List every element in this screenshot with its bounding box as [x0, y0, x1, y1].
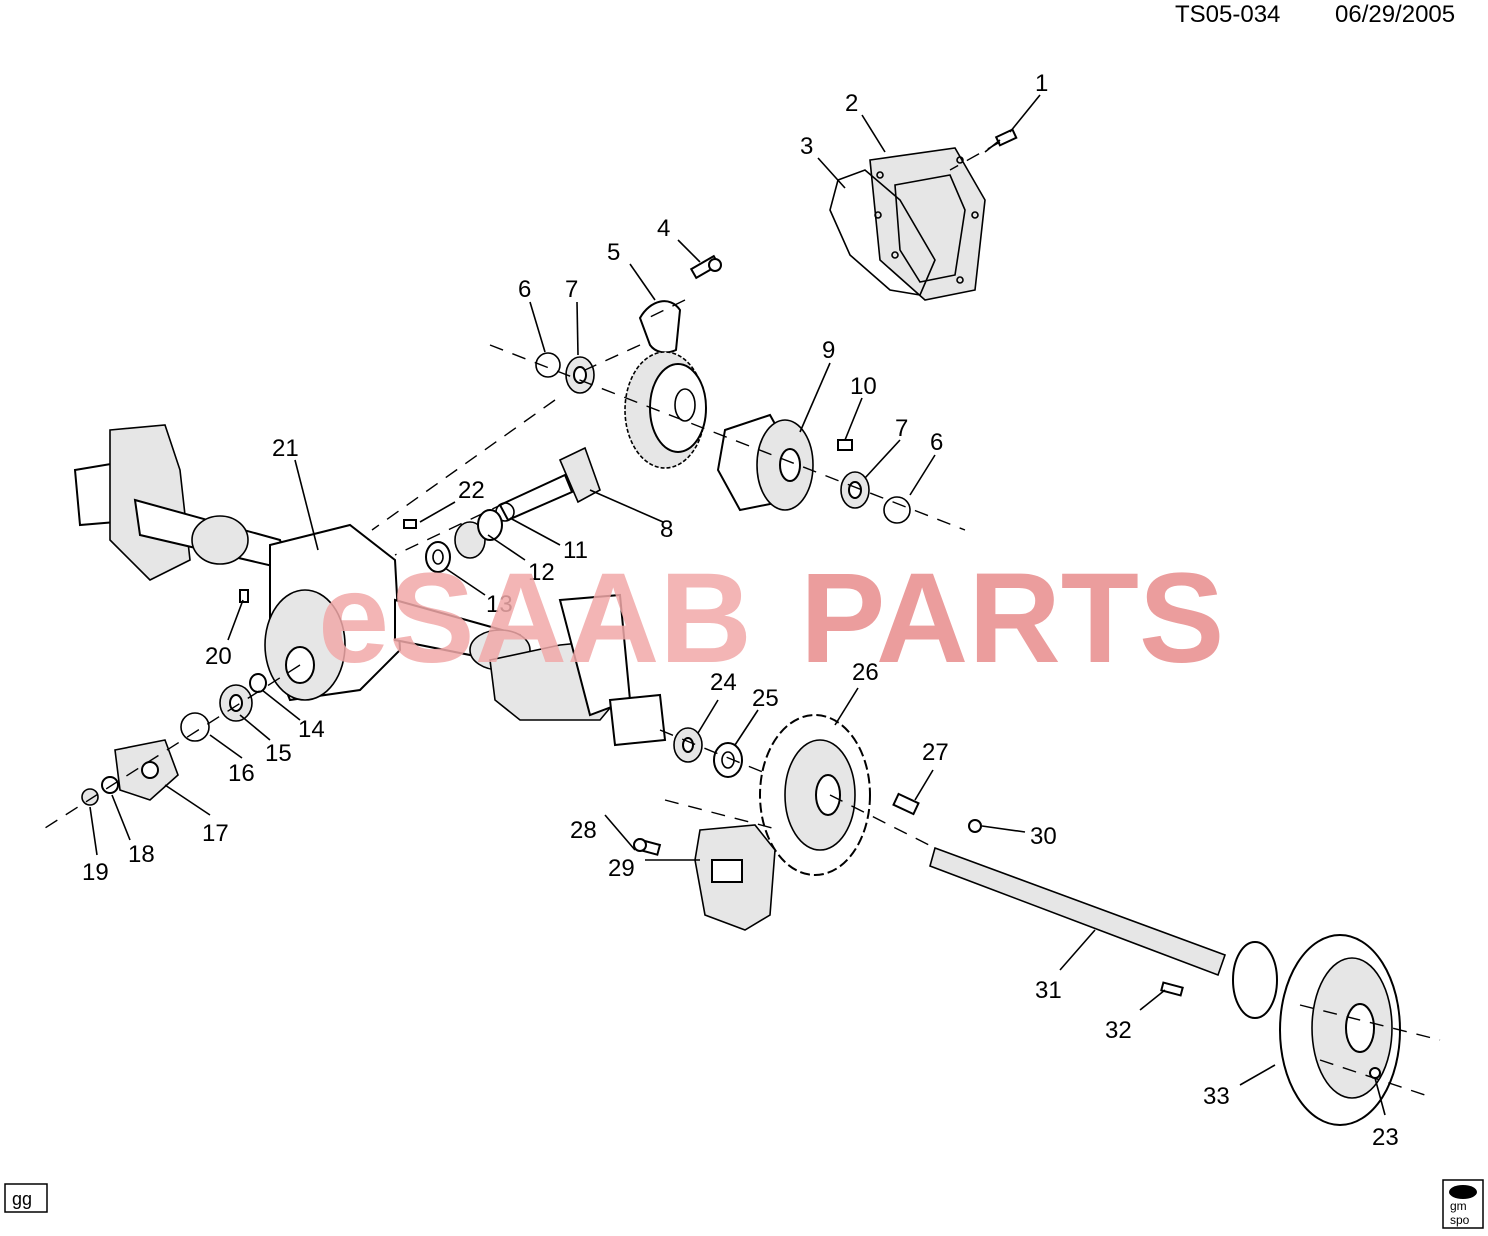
shim-right [883, 496, 911, 524]
pinion-seal-race [425, 541, 451, 573]
brake-rotor [1279, 934, 1401, 1126]
watermark-esaab: eSAAB [318, 547, 752, 690]
pinion-bearing-outer [219, 684, 253, 722]
axle-shaft [929, 846, 1278, 1019]
pinion-seal [249, 673, 267, 693]
watermark-parts: PARTS [800, 547, 1224, 690]
vent-fitting [239, 589, 249, 603]
axle-bearing [673, 727, 703, 763]
callout: 33 [1203, 1083, 1230, 1110]
callout-leaders [89, 94, 1386, 1116]
callout: 16 [228, 760, 255, 787]
corner-tag: gg [4, 1183, 48, 1213]
cover-gasket [829, 169, 936, 296]
pinion-yoke [114, 739, 179, 801]
ring-gear [624, 351, 707, 469]
callout: 31 [1035, 977, 1062, 1004]
callout: 30 [1030, 823, 1057, 850]
callout: 11 [563, 537, 588, 564]
watermark: eSAAB PARTS [318, 547, 1224, 690]
callout: 14 [298, 716, 325, 743]
logo-line2: spo [1450, 1213, 1470, 1227]
callout: 32 [1105, 1017, 1132, 1044]
callout: 25 [752, 685, 779, 712]
callout: 3 [800, 133, 813, 160]
callout: 15 [265, 740, 292, 767]
wheel-stud [1160, 981, 1184, 997]
axle-washer [968, 819, 982, 833]
callout: 10 [850, 373, 877, 400]
pinion-bearing [454, 509, 503, 559]
callout: 21 [272, 435, 299, 462]
drawing-date: 06/29/2005 [1335, 1, 1455, 28]
callout: 24 [710, 669, 737, 696]
callout: 17 [202, 820, 229, 847]
drive-pinion [498, 446, 601, 522]
case-bolt [837, 439, 853, 451]
pinion-washer [101, 776, 119, 794]
pinion-oil-seal [180, 712, 210, 742]
callout: 29 [608, 855, 635, 882]
axle-housing [73, 424, 667, 747]
pinion-spacer [403, 519, 417, 529]
axle-seal [713, 742, 743, 778]
callout: 26 [852, 659, 879, 686]
bearing-cap [638, 300, 682, 354]
brake-caliper [694, 824, 776, 931]
bearing-left [565, 356, 595, 394]
callout: 12 [528, 559, 555, 586]
callout: 5 [607, 239, 620, 266]
differential-cover [869, 147, 986, 301]
logo-line1: gm [1450, 1199, 1467, 1213]
callout-numbers: 1 2 3 4 5 6 7 9 10 7 6 21 22 8 11 12 13 … [82, 70, 1399, 1151]
callout: 6 [930, 429, 943, 456]
callout: 22 [458, 477, 485, 504]
brake-shield [759, 714, 871, 876]
cover-bolt [984, 128, 1018, 153]
callout: 4 [657, 215, 670, 242]
caliper-bolt [633, 838, 662, 856]
callout: 20 [205, 643, 232, 670]
gm-spo-logo: gm spo [1442, 1179, 1484, 1229]
callout: 8 [660, 516, 673, 543]
bearing-right [840, 471, 870, 509]
differential-case [716, 413, 814, 512]
callout: 28 [570, 817, 597, 844]
corner-tag-text: gg [12, 1189, 32, 1209]
drawing-id: TS05-034 [1175, 1, 1280, 28]
bearing-cap-bolt [689, 254, 722, 280]
callout: 23 [1372, 1124, 1399, 1151]
callout: 7 [895, 415, 908, 442]
callout: 2 [845, 90, 858, 117]
callout: 1 [1035, 70, 1048, 97]
shim-left [535, 352, 561, 378]
assembly-centerlines [44, 141, 1441, 1096]
callout: 9 [822, 337, 835, 364]
callout: 7 [565, 276, 578, 303]
callout: 6 [518, 276, 531, 303]
callout: 18 [128, 841, 155, 868]
callout: 19 [82, 859, 109, 886]
pinion-nut [81, 788, 99, 806]
shield-bolt [892, 792, 920, 816]
callout: 13 [486, 591, 513, 618]
callout: 27 [922, 739, 949, 766]
